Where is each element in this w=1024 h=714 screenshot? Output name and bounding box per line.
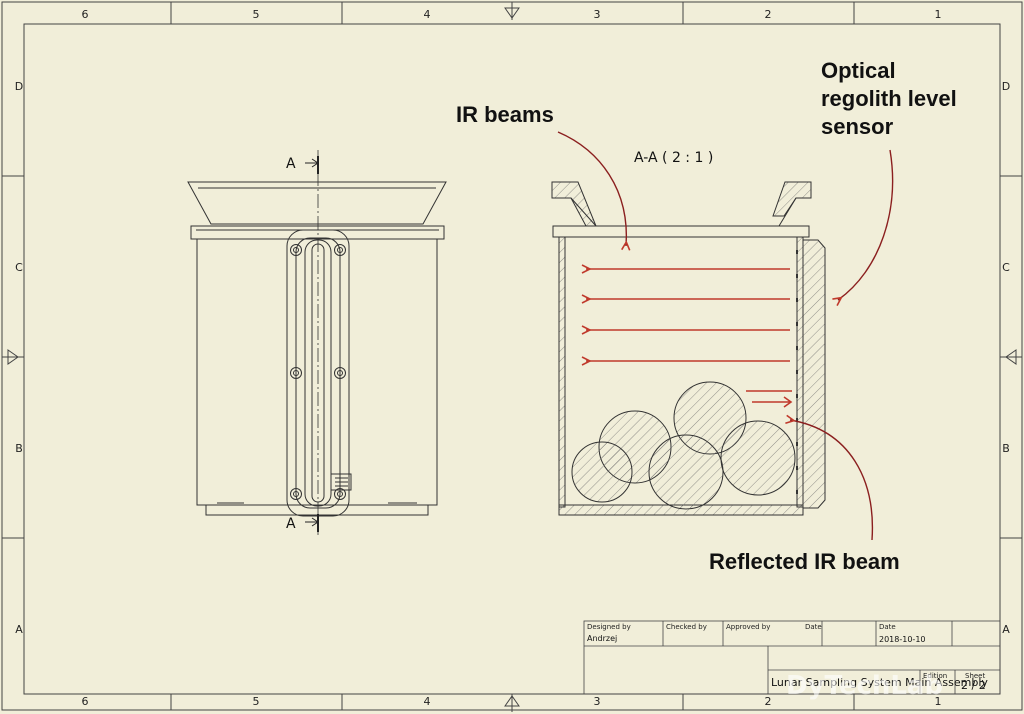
zone-row-a-left: A — [15, 623, 23, 636]
zone-labels-left: D C B A — [15, 80, 23, 636]
date-value: 2018-10-10 — [879, 635, 926, 644]
zone-row-c-right: C — [1002, 261, 1010, 274]
zone-col-6-top: 6 — [82, 8, 89, 21]
title-block — [583, 620, 1001, 695]
date-label: Date — [879, 623, 896, 631]
section-mark-top: A — [286, 156, 296, 172]
designed-by-label: Designed by — [587, 623, 631, 631]
callout-reflected-beam: Reflected IR beam — [709, 549, 900, 574]
zone-col-1-bottom: 1 — [935, 695, 942, 708]
drawing-title: Lunar Sampling System Main Assembly — [771, 676, 988, 689]
zone-labels-top: 6 5 4 3 2 1 — [82, 8, 942, 21]
zone-col-2-bottom: 2 — [765, 695, 772, 708]
zone-col-4-bottom: 4 — [424, 695, 431, 708]
zone-labels-bottom: 6 5 4 3 2 1 — [82, 695, 942, 708]
checked-by-label: Checked by — [666, 623, 707, 631]
zone-row-b-left: B — [15, 442, 23, 455]
zone-row-b-right: B — [1002, 442, 1010, 455]
zone-col-5-bottom: 5 — [253, 695, 260, 708]
zone-col-6-bottom: 6 — [82, 695, 89, 708]
callout-ir-beams: IR beams — [456, 102, 554, 127]
date-label-approved: Date — [805, 623, 822, 631]
watermark: DyTechLab — [786, 671, 943, 701]
section-cut-marks: A A — [286, 156, 319, 532]
callout-sensor-line2: regolith level — [821, 86, 957, 111]
zone-row-d-right: D — [1002, 80, 1010, 93]
zone-col-3-bottom: 3 — [594, 695, 601, 708]
zone-col-4-top: 4 — [424, 8, 431, 21]
section-view-label: A-A ( 2 : 1 ) — [634, 150, 713, 166]
section-view — [551, 181, 826, 516]
designed-by-value: Andrzej — [587, 634, 617, 643]
approved-by-label: Approved by — [726, 623, 770, 631]
ir-beam-arrows — [586, 269, 793, 408]
zone-col-1-top: 1 — [935, 8, 942, 21]
callout-leaders — [557, 131, 894, 541]
callout-sensor-line1: Optical — [821, 58, 896, 83]
section-mark-bottom: A — [286, 516, 296, 532]
zone-row-a-right: A — [1002, 623, 1010, 636]
callout-sensor-line3: sensor — [821, 114, 894, 139]
sheet-value: 2 / 2 — [961, 679, 986, 692]
zone-col-5-top: 5 — [253, 8, 260, 21]
edition-label: Edition — [923, 672, 947, 680]
zone-labels-right: D C B A — [1002, 80, 1010, 636]
zone-col-2-top: 2 — [765, 8, 772, 21]
zone-row-c-left: C — [15, 261, 23, 274]
sheet-label: Sheet — [965, 672, 985, 680]
zone-col-3-top: 3 — [594, 8, 601, 21]
zone-row-d-left: D — [15, 80, 23, 93]
front-view — [187, 150, 447, 535]
